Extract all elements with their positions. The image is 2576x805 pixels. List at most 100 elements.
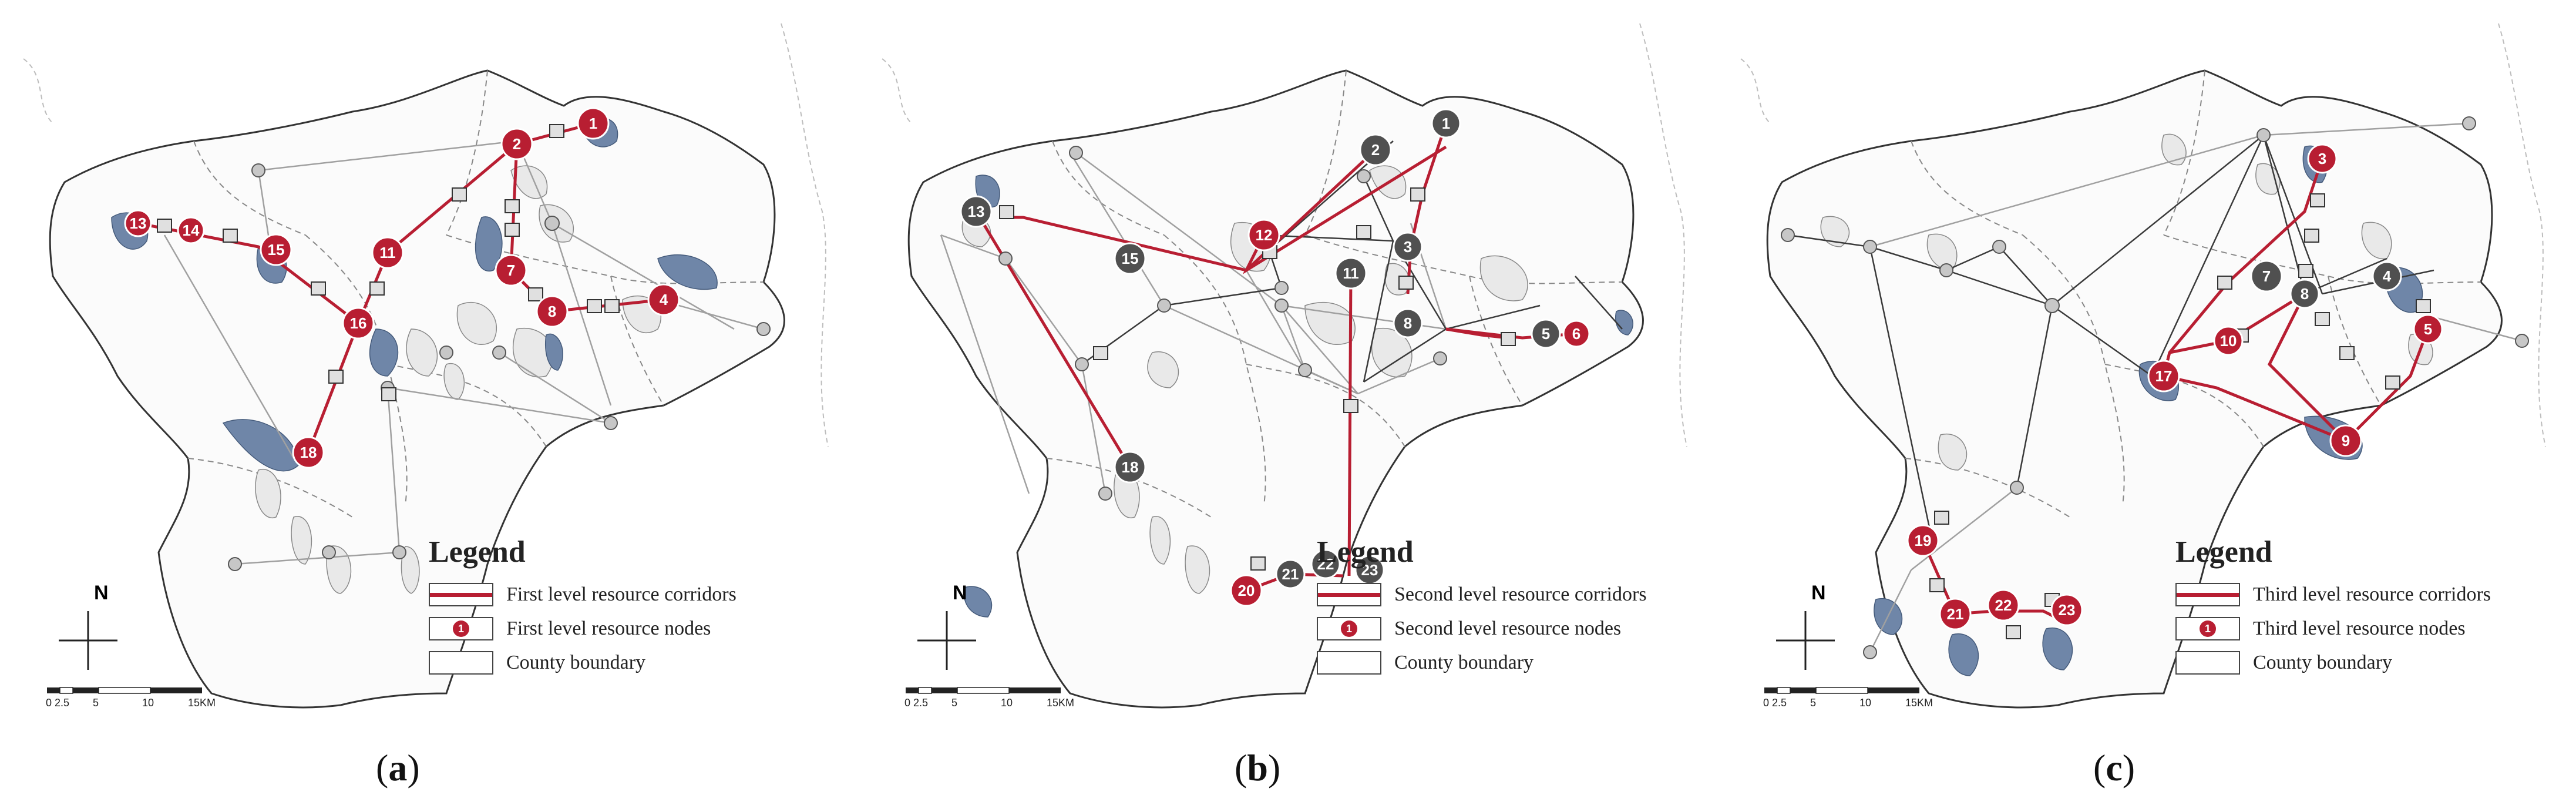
svg-text:10: 10: [2220, 332, 2237, 350]
svg-text:3: 3: [2318, 150, 2326, 167]
corridor-swatch: [2175, 583, 2240, 606]
legend-label-corridors: Second level resource corridors: [1394, 583, 1647, 605]
svg-text:15: 15: [268, 241, 285, 259]
svg-text:23: 23: [2059, 601, 2076, 619]
svg-text:21: 21: [1947, 605, 1964, 623]
legend-label-boundary: County boundary: [1394, 652, 1534, 673]
node-grey: 21: [1275, 559, 1306, 589]
node-grey: 3: [1393, 232, 1423, 262]
svg-text:3: 3: [1404, 238, 1412, 256]
svg-text:4: 4: [660, 291, 668, 308]
svg-text:17: 17: [2155, 367, 2173, 385]
svg-text:15: 15: [1122, 250, 1139, 267]
scale-label-0: 0 2.5: [1763, 697, 1787, 709]
legend-title: Legend: [429, 535, 526, 569]
node-swatch: 1: [2175, 617, 2240, 640]
legend-row-corridors: First level resource corridors: [429, 578, 737, 612]
svg-text:19: 19: [1915, 532, 1932, 549]
node-red: 6: [1562, 320, 1590, 348]
map-panel-a: 1 2 4 7 8 11 13 14 15 16 18 N 0 2.5 5 10…: [0, 0, 859, 805]
svg-text:11: 11: [379, 244, 396, 261]
node-grey: 13: [960, 195, 993, 228]
node-red: 3: [2307, 143, 2338, 174]
corridor-swatch: [1317, 583, 1381, 606]
node-grey: 8: [2289, 279, 2320, 309]
node-grey: 5: [1531, 318, 1561, 349]
scale-bar: [1764, 687, 1919, 694]
node-grey: 1: [1431, 108, 1461, 139]
svg-text:8: 8: [1404, 314, 1412, 332]
map-c-canvas: 3 5 9 10 17 19 21 22 23 4 7 8: [1740, 23, 2546, 709]
svg-text:22: 22: [1317, 555, 1334, 573]
node-red: 13: [124, 209, 152, 237]
scale-label-0: 0 2.5: [46, 697, 70, 709]
legend-label-boundary: County boundary: [2253, 652, 2393, 673]
node-red: 2: [500, 128, 533, 160]
node-swatch-label: 1: [1341, 620, 1357, 637]
scale-bar: [906, 687, 1061, 694]
node-swatch: 1: [429, 617, 493, 640]
svg-text:21: 21: [1282, 565, 1299, 583]
legend-label-nodes: Second level resource nodes: [1394, 618, 1622, 639]
legend-row-corridors: Second level resource corridors: [1317, 578, 1647, 612]
legend-row-nodes: 1 Third level resource nodes: [2175, 612, 2491, 646]
boundary-swatch: [2175, 651, 2240, 675]
scale-label-0: 0 2.5: [904, 697, 929, 709]
north-arrow-icon: [1776, 611, 1835, 670]
node-red: 20: [1230, 574, 1263, 607]
svg-text:2: 2: [1371, 141, 1380, 159]
svg-text:9: 9: [2342, 432, 2350, 450]
scale-label-2: 10: [1859, 697, 1872, 709]
svg-text:20: 20: [1238, 582, 1255, 599]
boundary-swatch: [429, 651, 493, 675]
svg-text:13: 13: [968, 203, 985, 220]
legend-row-boundary: County boundary: [2175, 646, 2491, 680]
caption-c: (c): [2093, 747, 2136, 789]
boundary-swatch: [1317, 651, 1381, 675]
node-red: 11: [371, 236, 404, 269]
map-b-canvas: 6 12 20 1 2 3 5 8 11 13 15 18 21 22 23: [882, 23, 1687, 709]
node-red: 15: [260, 233, 292, 266]
node-red: 14: [177, 216, 205, 244]
svg-text:12: 12: [1256, 226, 1273, 244]
legend-row-nodes: 1 First level resource nodes: [429, 612, 737, 646]
node-red: 1: [577, 107, 610, 140]
svg-text:6: 6: [1572, 325, 1580, 343]
legend-row-corridors: Third level resource corridors: [2175, 578, 2491, 612]
legend: Legend Second level resource corridors 1…: [1317, 535, 1647, 680]
node-grey: 8: [1393, 308, 1423, 338]
svg-text:22: 22: [1995, 596, 2012, 614]
legend: Legend First level resource corridors 1 …: [429, 535, 737, 680]
county-boundary: [907, 69, 1644, 709]
node-red: 19: [1906, 524, 1939, 557]
svg-text:7: 7: [507, 261, 515, 279]
caption-b: (b): [1235, 747, 1281, 789]
svg-text:18: 18: [300, 444, 317, 461]
svg-text:13: 13: [130, 214, 147, 232]
node-red: 21: [1939, 598, 1972, 630]
legend-label-corridors: First level resource corridors: [506, 583, 737, 605]
node-grey: 11: [1334, 257, 1367, 290]
legend-title: Legend: [2175, 535, 2272, 569]
node-red: 4: [647, 283, 680, 316]
scale-label-2: 10: [1001, 697, 1013, 709]
svg-text:5: 5: [2424, 320, 2432, 338]
scale-label-1: 5: [1810, 697, 1817, 709]
legend-row-nodes: 1 Second level resource nodes: [1317, 612, 1647, 646]
legend: Legend Third level resource corridors 1 …: [2175, 535, 2491, 680]
node-swatch-label: 1: [2200, 620, 2216, 637]
legend-title: Legend: [1317, 535, 1414, 569]
node-red: 16: [342, 307, 375, 340]
scale-label-1: 5: [951, 697, 958, 709]
scale-label-3: 15KM: [188, 697, 216, 709]
node-grey: 2: [1359, 133, 1392, 166]
north-label: N: [94, 582, 109, 604]
node-grey: 4: [2372, 261, 2402, 291]
node-red: 17: [2147, 360, 2180, 393]
svg-text:14: 14: [183, 222, 200, 239]
svg-text:8: 8: [2301, 285, 2309, 303]
caption-a: (a): [376, 747, 420, 789]
svg-text:18: 18: [1122, 458, 1139, 476]
node-red: 22: [1987, 589, 2020, 622]
north-arrow-icon: [59, 611, 117, 670]
